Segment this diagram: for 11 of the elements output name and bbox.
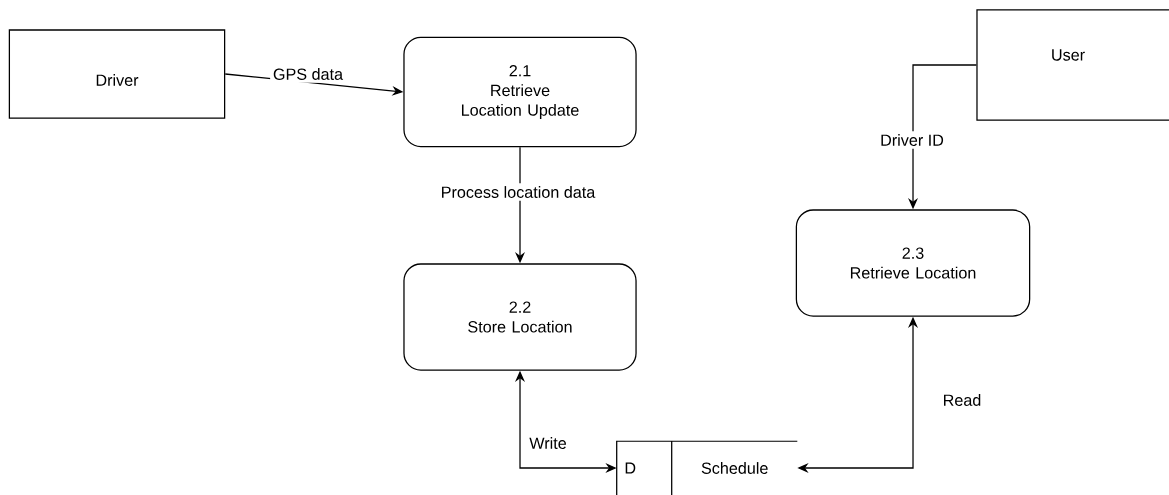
entity-box: User bbox=[976, 9, 1169, 121]
process-box: 2.1 Retrieve Location Update bbox=[403, 36, 637, 148]
process-box: 2.2 Store Location bbox=[403, 263, 637, 371]
edge-label: GPS data bbox=[270, 65, 346, 83]
entity-box: Driver bbox=[8, 29, 226, 119]
process-box: 2.3 Retrieve Location bbox=[795, 209, 1031, 317]
edge-label: Write bbox=[526, 434, 570, 452]
data-store: D Schedule bbox=[616, 440, 798, 495]
edge-label: Driver ID bbox=[877, 131, 947, 149]
edge-label: Process location data bbox=[437, 183, 599, 201]
edge-label: Read bbox=[939, 391, 985, 409]
